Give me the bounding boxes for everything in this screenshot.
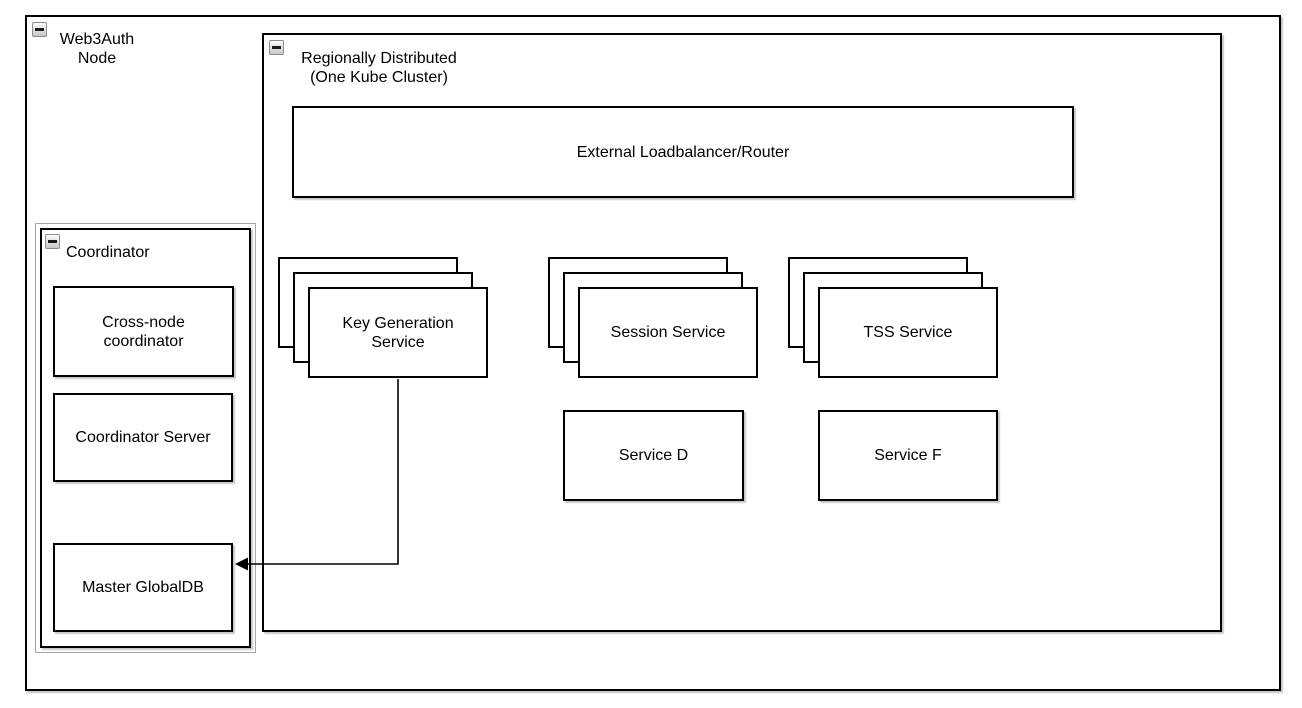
minus-icon	[35, 28, 44, 31]
box-session-service[interactable]: Session Service	[578, 287, 758, 378]
box-label-service-f: Service F	[874, 447, 942, 464]
box-label-master-globaldb: Master GlobalDB	[82, 579, 204, 596]
box-label-cross-node-coordinator: Cross-node coordinator	[102, 313, 185, 350]
box-label-external-loadbalancer: External Loadbalancer/Router	[576, 143, 790, 161]
collapse-button-coordinator[interactable]	[45, 234, 60, 249]
box-tss-service[interactable]: TSS Service	[818, 287, 998, 378]
container-label-web3auth-node: Web3Auth Node	[59, 31, 135, 67]
box-label-tss-service: TSS Service	[863, 324, 953, 341]
box-external-loadbalancer[interactable]: External Loadbalancer/Router	[292, 106, 1074, 198]
container-label-regionally-distributed: Regionally Distributed (One Kube Cluster…	[301, 50, 457, 86]
minus-icon	[48, 240, 57, 243]
box-service-d[interactable]: Service D	[563, 410, 744, 501]
box-label-service-d: Service D	[618, 447, 689, 464]
box-label-session-service: Session Service	[610, 324, 726, 341]
collapse-button-web3auth-node[interactable]	[32, 22, 47, 37]
box-key-generation-service[interactable]: Key Generation Service	[308, 287, 488, 378]
minus-icon	[272, 46, 281, 49]
collapse-button-regionally-distributed[interactable]	[269, 40, 284, 55]
box-cross-node-coordinator[interactable]: Cross-node coordinator	[53, 286, 234, 377]
box-master-globaldb[interactable]: Master GlobalDB	[53, 543, 233, 632]
container-label-coordinator: Coordinator	[66, 244, 150, 261]
box-service-f[interactable]: Service F	[818, 410, 998, 501]
box-coordinator-server[interactable]: Coordinator Server	[53, 393, 233, 482]
box-label-coordinator-server: Coordinator Server	[75, 429, 211, 446]
box-label-key-generation-service: Key Generation Service	[342, 314, 454, 351]
